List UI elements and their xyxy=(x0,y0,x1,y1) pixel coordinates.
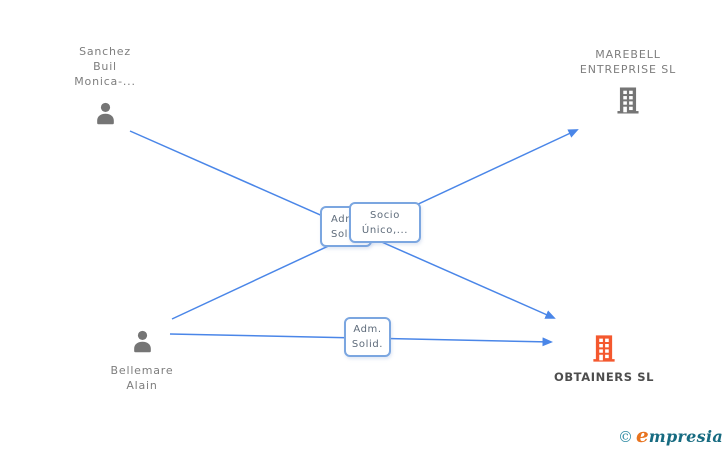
node-marebell-entreprise[interactable]: MAREBELL ENTREPRISE SL xyxy=(563,47,693,116)
node-sanchez-buil-monica[interactable]: Sanchez Buil Monica-... xyxy=(40,44,170,127)
logo-brand-initial: e xyxy=(635,423,649,447)
node-bellemare-alain[interactable]: Bellemare Alain xyxy=(82,328,202,393)
node-label: Bellemare Alain xyxy=(110,364,174,392)
node-obtainers[interactable]: OBTAINERS SL xyxy=(539,331,669,385)
node-label: MAREBELL ENTREPRISE SL xyxy=(579,48,677,76)
building-icon xyxy=(613,85,643,116)
edge-label-socio-unico[interactable]: Socio Único,... xyxy=(349,202,421,243)
empresia-logo[interactable]: ©empresia xyxy=(618,423,723,447)
person-icon xyxy=(92,100,119,127)
building-icon xyxy=(589,331,619,366)
person-icon xyxy=(129,328,156,355)
node-label: OBTAINERS SL xyxy=(553,370,655,384)
edge-label-adm-solid[interactable]: Adm. Solid. xyxy=(344,317,391,357)
logo-brand-rest: mpresia xyxy=(648,427,723,446)
copyright-icon: © xyxy=(617,428,633,446)
node-label: Sanchez Buil Monica-... xyxy=(74,45,136,88)
